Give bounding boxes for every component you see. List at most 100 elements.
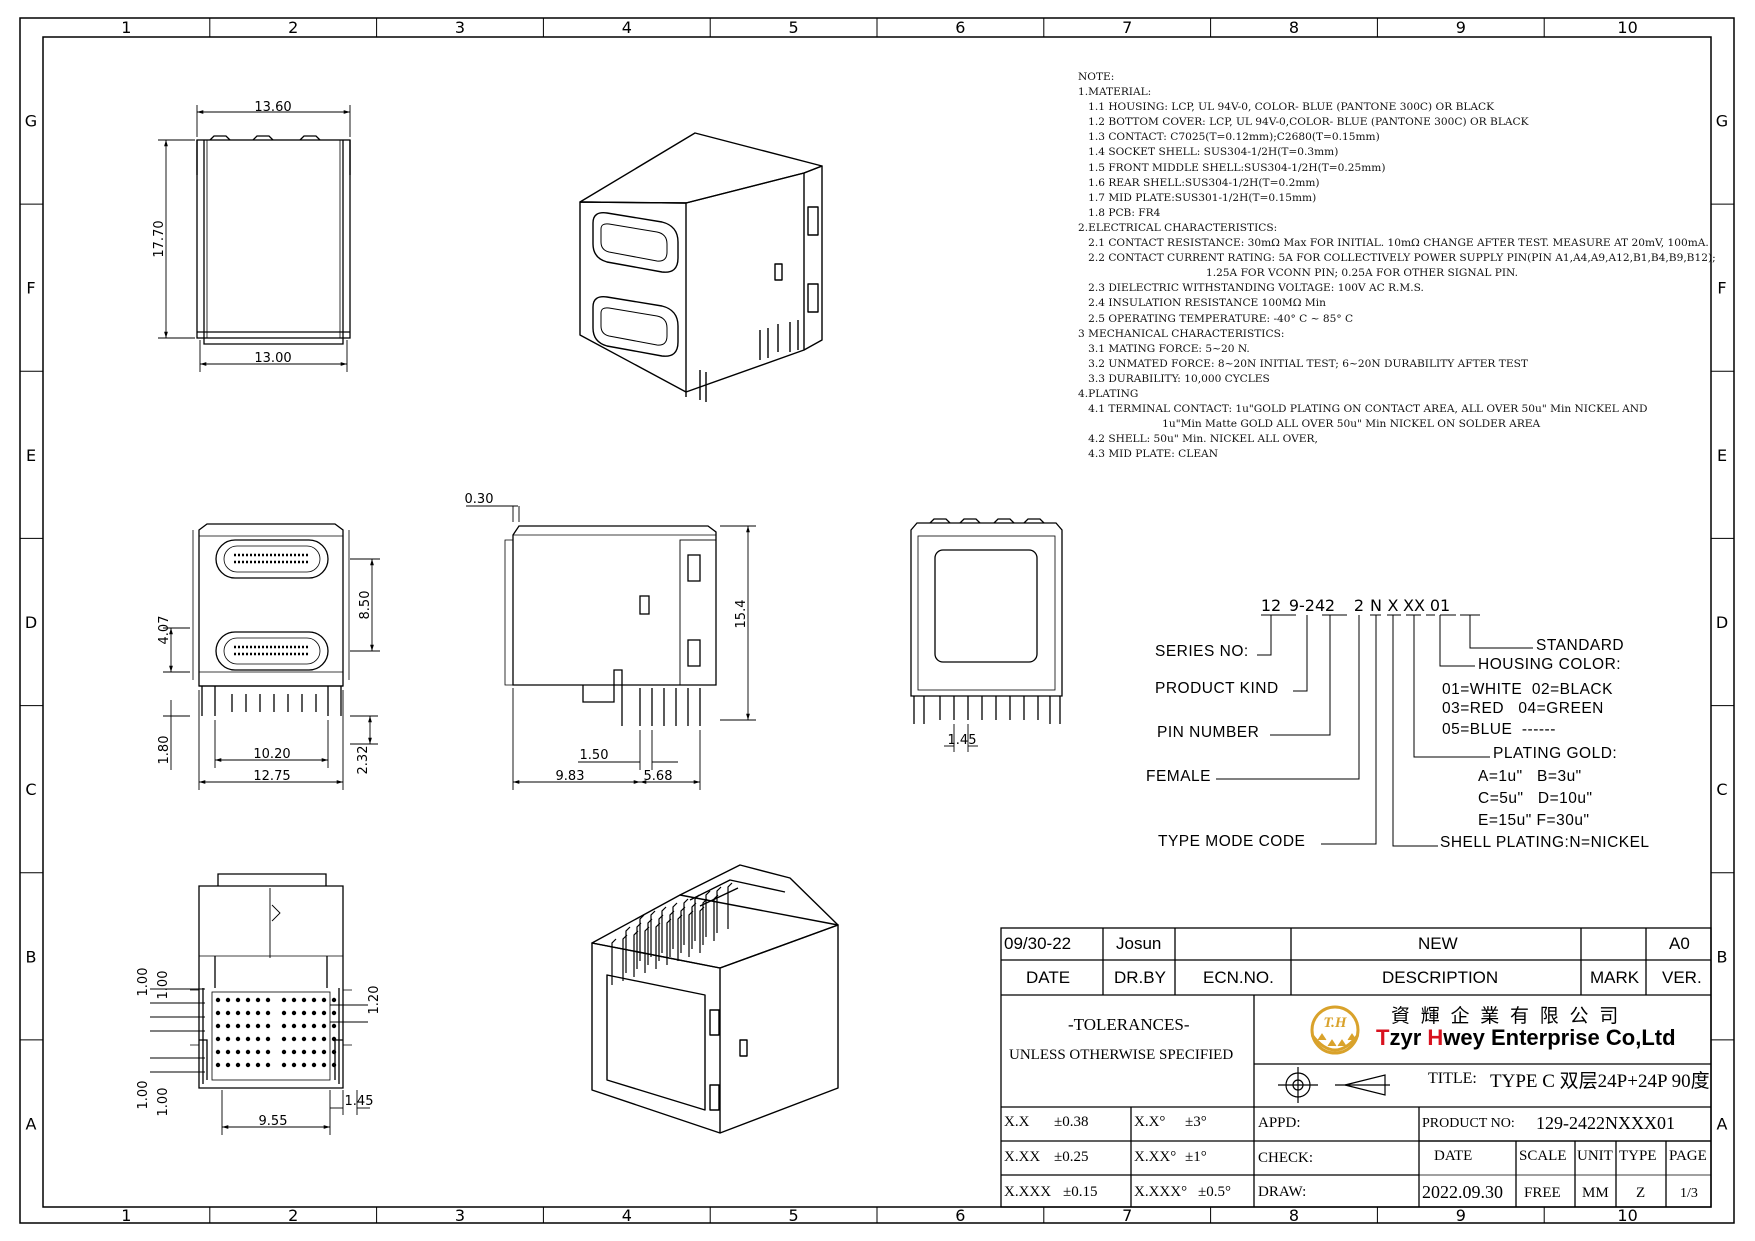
pin-dot [311, 1062, 317, 1068]
pin-dot [281, 1036, 287, 1042]
pin-dot [301, 1023, 307, 1029]
bottom-view-pin-grid [215, 997, 337, 1068]
note-line: 3.1 MATING FORCE: 5~20 N. [1078, 342, 1250, 355]
dim-bot-w: 9.55 [259, 1114, 288, 1129]
header-scale: SCALE [1519, 1148, 1567, 1164]
tolerances-heading: -TOLERANCES- [1068, 1015, 1190, 1034]
pin-dot [225, 1036, 231, 1042]
label-plating-gold: PLATING GOLD: [1493, 745, 1618, 762]
part-code-segment: 2 [1325, 596, 1335, 615]
iso-pin [694, 894, 700, 941]
grid-row-label: E [1717, 446, 1727, 465]
pin-dot [291, 1036, 297, 1042]
pin-dot [245, 1036, 251, 1042]
dim-side-gap: 0.30 [465, 492, 494, 507]
pin-dot [331, 1036, 337, 1042]
header-ver: VER. [1662, 968, 1702, 987]
part-code-segment: 12 [1261, 596, 1281, 615]
tol-av-1: ±3° [1185, 1114, 1207, 1130]
label-series: SERIES NO: [1155, 643, 1249, 660]
company-chinese-name: 資 輝 企 業 有 限 公 司 [1391, 1006, 1622, 1027]
pin-dot [225, 1062, 231, 1068]
company-initial-t: T [1376, 1025, 1390, 1050]
label-gold-1: A=1u" B=3u" [1478, 768, 1582, 785]
label-gold-3: E=15u" F=30u" [1478, 812, 1590, 829]
rear-view-dims [944, 724, 978, 752]
part-code-segment: 2 [1354, 596, 1364, 615]
dim-bot-a: 1.00 [136, 968, 151, 997]
grid-col-label: 3 [455, 18, 465, 37]
pin-dot [225, 1010, 231, 1016]
title-label: TITLE: [1428, 1070, 1477, 1087]
pin-dot [321, 1036, 327, 1042]
company-name: Tzyr Hwey Enterprise Co,Ltd [1376, 1025, 1676, 1051]
dim-front-pin-span: 10.20 [253, 747, 290, 762]
note-line: 1u"Min Matte GOLD ALL OVER 50u" Min NICK… [1078, 418, 1541, 431]
pin-dot [265, 1049, 271, 1055]
grid-col-label: 8 [1289, 1206, 1299, 1225]
pin-dot [215, 1036, 221, 1042]
iso-view-front [579, 132, 823, 402]
pin-dot [225, 1049, 231, 1055]
rev-ver: A0 [1669, 934, 1690, 953]
label-colors-2: 03=RED 04=GREEN [1442, 700, 1604, 717]
pin-dot [321, 1062, 327, 1068]
note-line: 3.3 DURABILITY: 10,000 CYCLES [1078, 372, 1270, 385]
front-view [192, 523, 350, 716]
dim-side-left: 9.83 [556, 769, 585, 784]
side-view [504, 525, 717, 726]
pin-dot [331, 1023, 337, 1029]
grid-row-label: A [1717, 1114, 1728, 1133]
note-line: NOTE: [1078, 71, 1115, 83]
iso-view-rear [591, 864, 839, 1134]
dim-front-pitch: 8.50 [358, 591, 373, 620]
label-type-mode: TYPE MODE CODE [1158, 833, 1306, 850]
pin-dot [245, 1049, 251, 1055]
iso-pin [611, 938, 617, 985]
pin-dot [291, 1062, 297, 1068]
top-view-dims [158, 105, 351, 372]
pin-dot [215, 1062, 221, 1068]
drawing-date: 2022.09.30 [1422, 1182, 1503, 1202]
tol-xx-2: X.XX [1004, 1149, 1041, 1165]
iso-pin [650, 910, 656, 957]
appd-label: APPD: [1258, 1115, 1301, 1131]
dim-front-port: 4.07 [157, 616, 172, 645]
note-line: 2.5 OPERATING TEMPERATURE: -40° C ~ 85° … [1078, 312, 1354, 325]
dim-front-pin-len: 2.32 [356, 746, 371, 775]
dim-top-width: 13.60 [254, 100, 291, 115]
header-mark: MARK [1590, 968, 1640, 987]
header-date: DATE [1026, 968, 1071, 987]
dim-top-height: 17.70 [152, 220, 167, 257]
iso-pin [705, 890, 711, 937]
check-label: CHECK: [1258, 1150, 1314, 1166]
pin-dot [301, 1062, 307, 1068]
grid-ticks [20, 18, 1734, 1223]
grid-col-label: 1 [121, 1206, 131, 1225]
pin-dot [281, 1010, 287, 1016]
pin-dot [291, 1010, 297, 1016]
drawing-type: Z [1636, 1185, 1646, 1201]
pin-dot [301, 1036, 307, 1042]
pin-dot [265, 997, 271, 1003]
label-housing-color: HOUSING COLOR: [1478, 656, 1622, 673]
drawing-page: 1/3 [1680, 1186, 1698, 1201]
pin-dot [311, 1010, 317, 1016]
pin-dot [281, 1049, 287, 1055]
dim-bot-e: 1.20 [367, 986, 382, 1015]
part-code-segment: 01 [1430, 596, 1450, 615]
dim-front-pin-offset: 1.80 [157, 736, 172, 765]
grid-row-label: C [25, 780, 36, 799]
header-unit: UNIT [1577, 1148, 1613, 1164]
front-view-dims [163, 558, 380, 790]
pin-dot [235, 1049, 241, 1055]
pin-dot [291, 1049, 297, 1055]
pin-dot [255, 1023, 261, 1029]
pin-dot [225, 997, 231, 1003]
logo-text: T.H [1323, 1015, 1348, 1031]
rev-by: Josun [1116, 934, 1162, 953]
part-number-leaders [1216, 614, 1533, 847]
pin-dot [235, 1062, 241, 1068]
